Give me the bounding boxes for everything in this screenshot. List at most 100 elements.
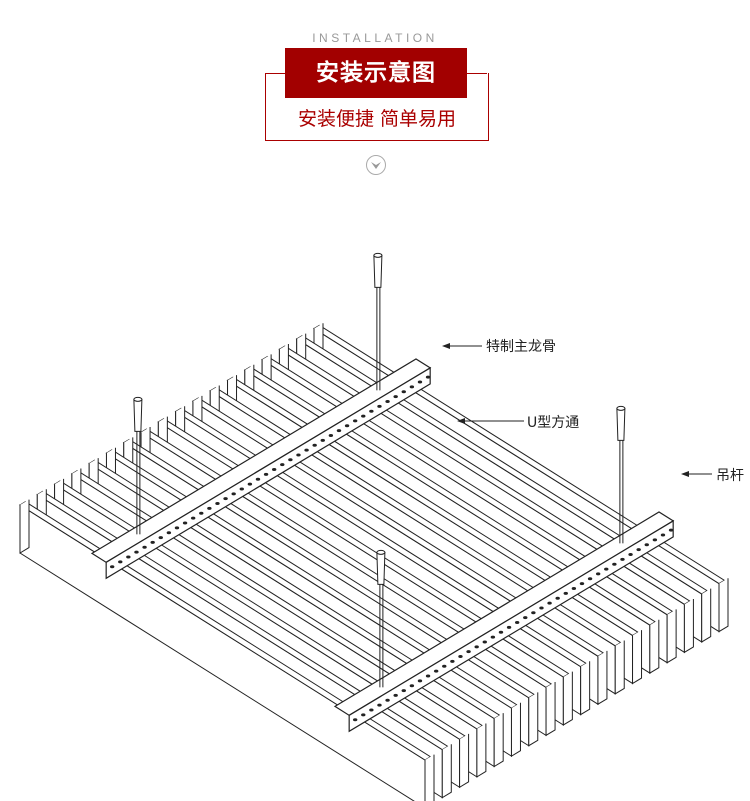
keel-hole [385, 698, 390, 702]
page-title: 安装示意图 [285, 48, 467, 98]
keel-hole [304, 448, 309, 452]
callout-u-tube: U型方通 [457, 415, 579, 431]
keel-hole [401, 390, 406, 394]
rod-cap [376, 549, 386, 555]
label-main-keel: 特制主龙骨 [486, 339, 556, 355]
keel-hole [620, 557, 625, 561]
keel-hole [531, 611, 536, 615]
keel-hole [239, 487, 244, 491]
keel-hole [377, 703, 382, 707]
slat-end-profile [683, 598, 694, 654]
keel-hole [320, 438, 325, 442]
slat-end-profile [614, 640, 625, 695]
keel-hole [142, 545, 147, 549]
keel-hole [498, 630, 504, 634]
keel-hole [109, 565, 115, 569]
slat-end-profile [476, 723, 487, 778]
keel-hole [425, 375, 431, 379]
frame-edge [265, 73, 285, 74]
keel-hole [361, 713, 366, 717]
slat-end-profile [19, 499, 30, 554]
keel-hole [174, 526, 180, 530]
keel-hole [126, 555, 131, 559]
keel-hole [490, 635, 496, 639]
keel-hole [571, 587, 577, 591]
keel-hole [344, 424, 350, 428]
callouts: 特制主龙骨 U型方通 吊杆 [442, 339, 744, 484]
keel-hole [328, 434, 334, 438]
slat-end-profile [493, 713, 504, 768]
keel-hole [636, 548, 641, 552]
keel-hole [215, 502, 220, 506]
slat-end-profile [545, 681, 556, 737]
keel-hole [433, 669, 439, 673]
slat-end-profile [580, 661, 591, 716]
slat-end-profile [649, 619, 660, 674]
keel-hole [401, 689, 406, 693]
slat-end-profile [632, 630, 643, 685]
callout-main-keel: 特制主龙骨 [442, 339, 556, 355]
keel-hole [523, 616, 528, 620]
keel-face [348, 519, 674, 733]
keel-hole [134, 550, 139, 554]
keel-hole [255, 477, 261, 481]
keel-hole [555, 596, 560, 600]
slat-end-profile [666, 609, 677, 664]
main-keels [90, 358, 675, 733]
keel-hole [612, 562, 617, 566]
slat-end-profile [562, 671, 573, 726]
keel-hole [150, 540, 155, 544]
keel-hole [668, 528, 674, 532]
rod-grip [376, 551, 386, 585]
keel-hole [417, 679, 423, 683]
keel-hole [514, 621, 520, 625]
hanger-rods [133, 252, 626, 688]
keel-hole [280, 463, 285, 467]
main-keel [333, 511, 675, 733]
keel-hole [182, 521, 188, 525]
slat-end-profile [459, 733, 470, 789]
keel-hole [579, 582, 585, 586]
page-subtitle: 安装便捷 简单易用 [297, 108, 457, 130]
keel-hole [199, 511, 204, 515]
keel-hole [190, 516, 196, 520]
keel-hole [361, 414, 366, 418]
keel-hole [417, 380, 423, 384]
keel-hole [369, 409, 374, 413]
keel-hole [563, 591, 568, 595]
keel-hole [652, 538, 658, 542]
main-keel [90, 358, 432, 580]
keel-hole [336, 429, 342, 433]
keel-hole [288, 458, 293, 462]
hanger-rod [616, 405, 626, 544]
rod-grip [373, 254, 383, 288]
chevron-down-circle-icon[interactable] [366, 155, 386, 175]
keel-hole [604, 567, 609, 571]
keel-hole [409, 385, 415, 389]
keel-hole [644, 543, 649, 547]
slat-end-profile [510, 702, 521, 758]
rod-cap [373, 252, 383, 258]
keel-hole [369, 708, 374, 712]
keel-hole [466, 650, 471, 654]
keel-hole [158, 536, 163, 540]
keel-hole [271, 468, 277, 472]
keel-hole [458, 655, 463, 659]
keel-hole [393, 395, 398, 399]
keel-hole [506, 625, 512, 629]
frame-edge [467, 73, 487, 74]
keel-hole [660, 533, 666, 537]
hanger-rod [376, 549, 386, 688]
keel-hole [352, 718, 358, 722]
slat-end-profile [718, 578, 729, 633]
keel-hole [474, 645, 479, 649]
keel-hole [587, 577, 593, 581]
keel-hole [352, 419, 358, 423]
keel-hole [263, 472, 269, 476]
callout-hanger-rod: 吊杆 [681, 468, 744, 484]
keel-hole [385, 399, 390, 403]
keel-hole [118, 560, 123, 564]
rod-cap [616, 405, 626, 411]
keel-hole [482, 640, 487, 644]
